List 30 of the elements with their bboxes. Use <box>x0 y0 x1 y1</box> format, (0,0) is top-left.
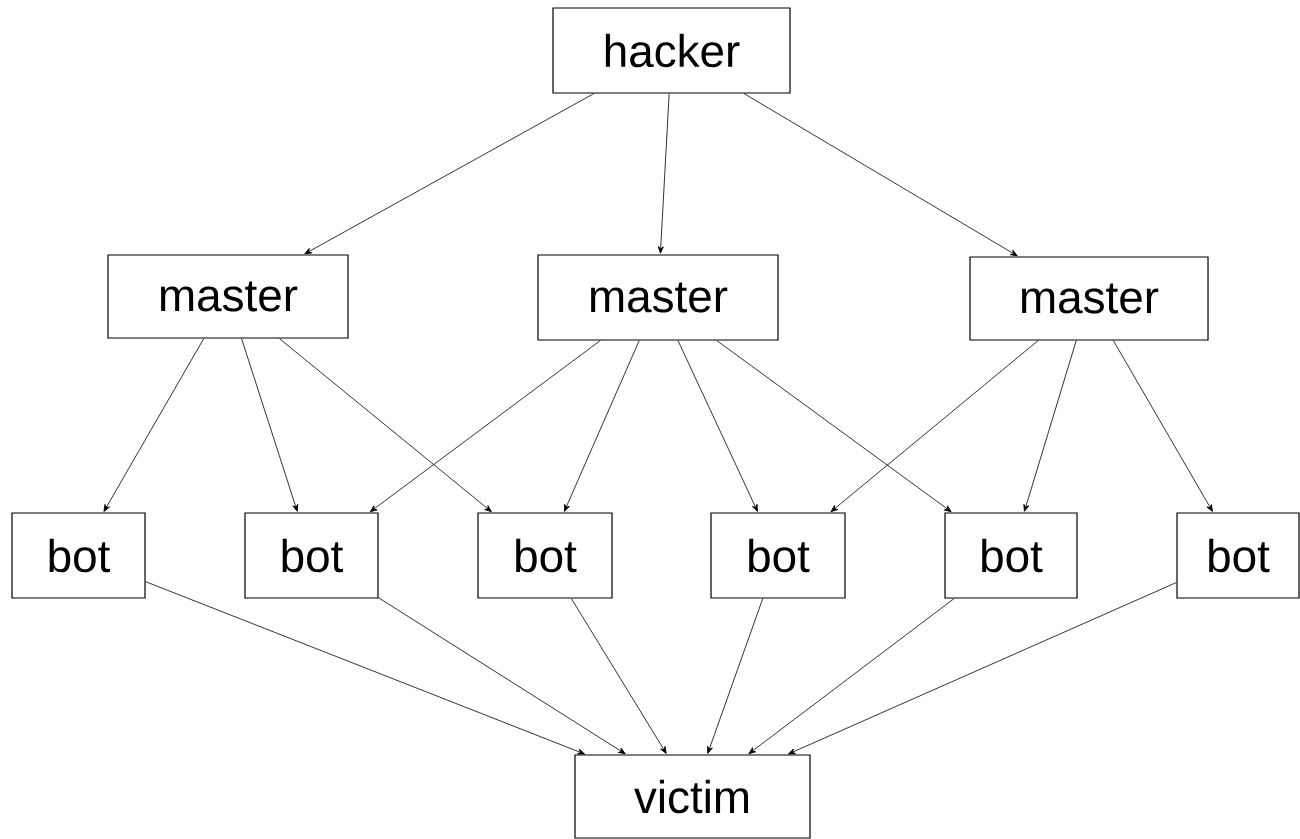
node-box: bot <box>11 512 146 599</box>
node-box: master <box>969 256 1209 341</box>
arrow <box>716 340 952 513</box>
arrow <box>1113 340 1213 512</box>
node-box: hacker <box>552 7 791 94</box>
arrow <box>743 93 1018 257</box>
arrow <box>103 338 205 512</box>
arrow <box>657 93 670 254</box>
arrow <box>241 338 299 512</box>
arrow <box>279 338 492 513</box>
arrow <box>563 340 640 512</box>
node-box: bot <box>244 512 379 599</box>
node-box: master <box>107 254 349 339</box>
node-box: bot <box>1176 512 1300 599</box>
arrow <box>1023 340 1077 512</box>
arrow <box>571 598 667 754</box>
node-box: master <box>537 254 779 341</box>
node-box: bot <box>477 512 613 599</box>
arrow <box>145 581 585 755</box>
node-box: bot <box>944 512 1078 599</box>
arrow <box>378 597 626 755</box>
arrow <box>707 598 764 754</box>
arrow <box>369 340 601 513</box>
node-box: victim <box>574 754 811 839</box>
arrow <box>788 582 1177 755</box>
arrow <box>304 93 595 255</box>
node-box: bot <box>710 512 846 599</box>
arrow <box>830 340 1039 513</box>
arrow <box>748 598 955 755</box>
arrow <box>677 340 758 512</box>
